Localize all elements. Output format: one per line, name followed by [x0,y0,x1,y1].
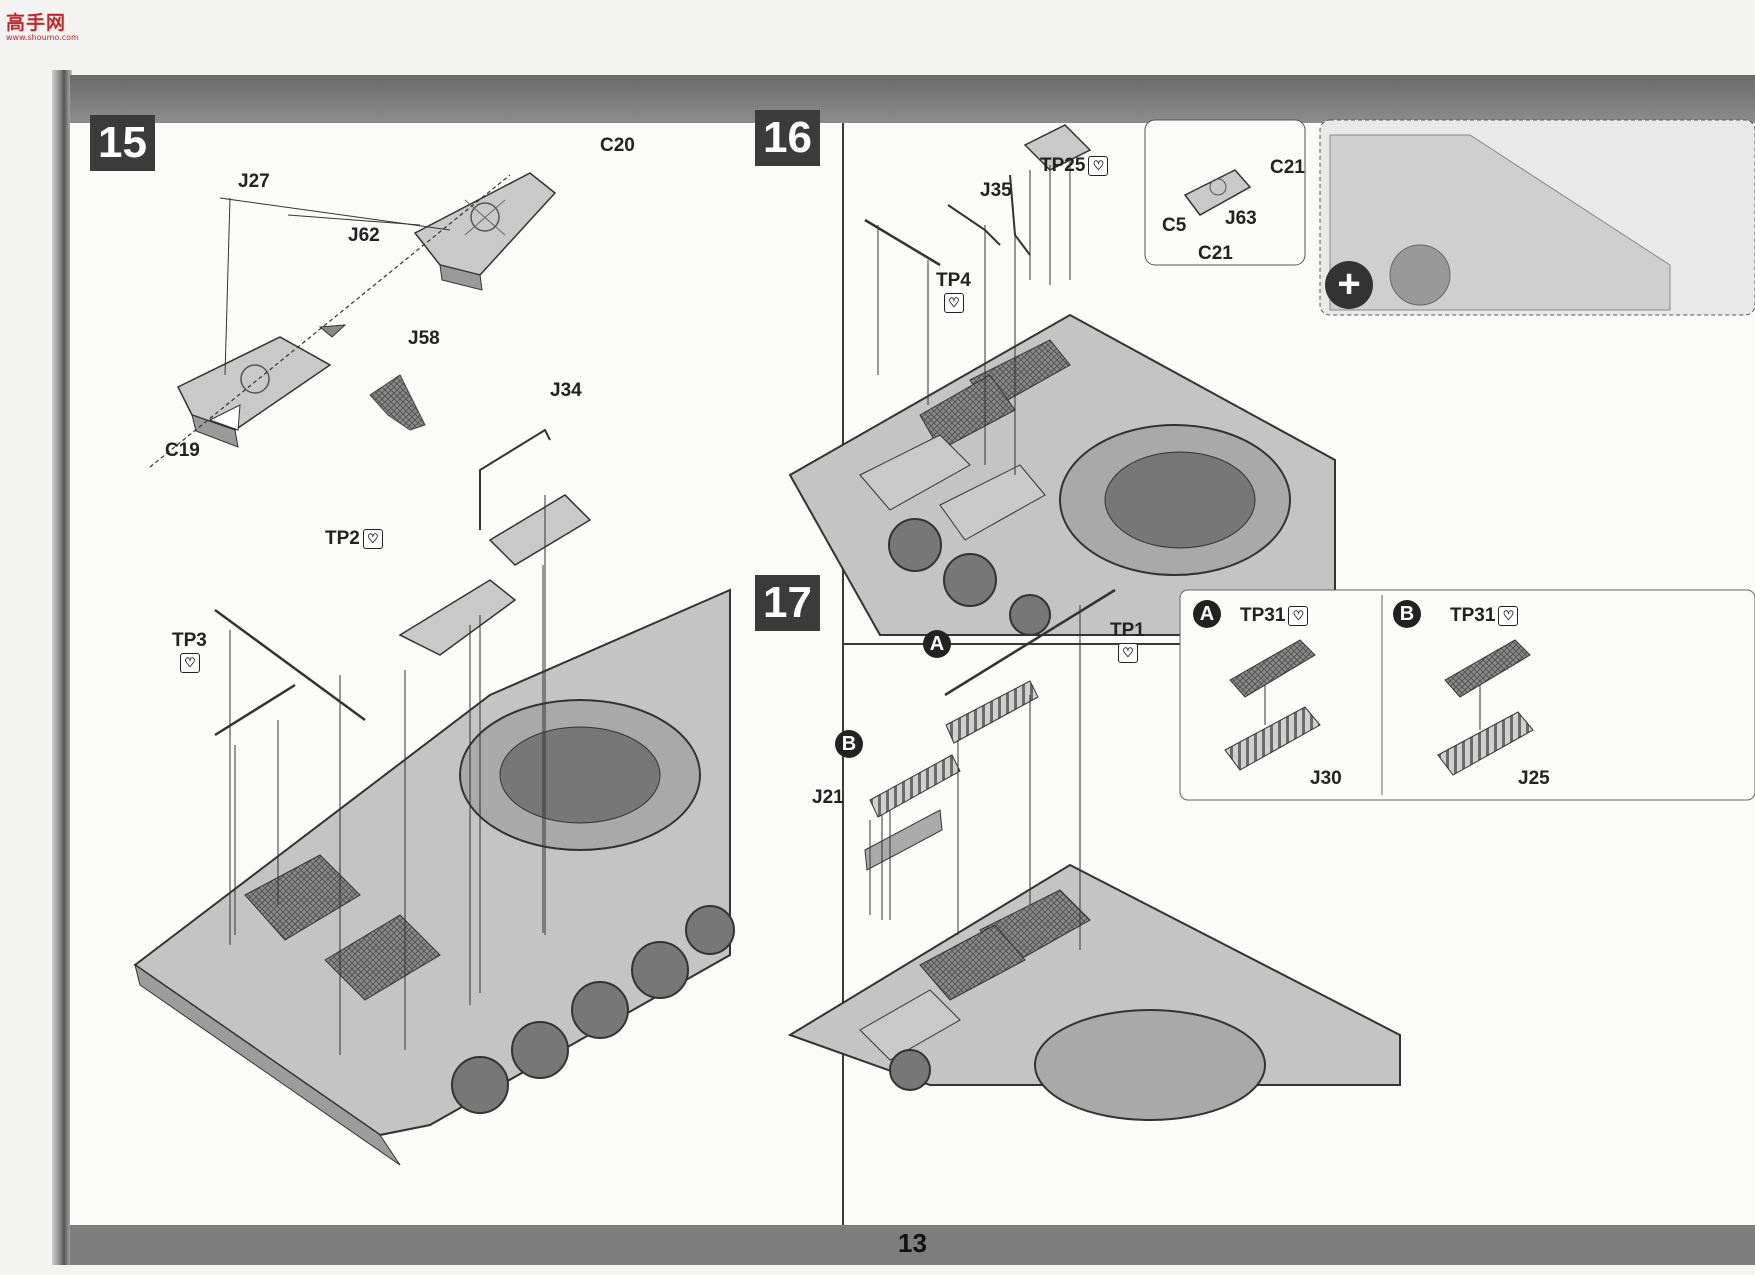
broken-heart-icon: ♡ [1088,155,1109,176]
part-label-tp31-b-text: TP31 [1450,605,1496,626]
part-label-tp3-text: TP3 [172,630,207,651]
watermark-title: 高手网 [6,12,67,34]
part-label-j30: J30 [1310,768,1342,789]
step-number-16: 16 [755,110,820,166]
part-label-j34: J34 [550,380,582,401]
part-label-c21-top: C21 [1270,157,1305,178]
broken-heart-icon: ♡ [362,528,383,549]
part-label-tp25: TP25♡ [1040,155,1109,177]
broken-heart-icon: ♡ [1118,642,1138,663]
part-label-j21: J21 [812,787,844,808]
watermark-logo: 高手网 www.shoumo.com [6,8,79,42]
part-label-tp3: TP3♡ [172,630,207,674]
part-label-tp4: TP4♡ [936,270,971,314]
watermark-url: www.shoumo.com [6,33,79,42]
step16-drawing [788,119,1755,636]
part-label-tp1: TP1♡ [1110,620,1145,664]
variant-a-marker: A [923,630,951,658]
step-number-17: 17 [755,575,820,631]
fuel-tank-left [176,336,332,448]
variant-b-marker: B [835,730,863,758]
part-label-j25: J25 [1518,768,1550,789]
instruction-page: 15 16 17 C20 J27 J62 J58 C19 J34 TP2♡ TP… [70,75,1755,1265]
part-label-c21-bottom: C21 [1198,243,1233,264]
step15-drawing [133,172,735,1166]
part-label-tp31-a: TP31♡ [1240,605,1309,627]
part-label-j27: J27 [238,171,270,192]
part-label-j35: J35 [980,180,1012,201]
bottom-bar [70,1225,1755,1265]
part-label-c20: C20 [600,135,635,156]
broken-heart-icon: ♡ [1498,605,1519,626]
step17-drawing [787,588,1755,1121]
part-label-tp2-text: TP2 [325,528,360,549]
panel-divider-vertical [842,123,844,1225]
book-spine [52,70,72,1265]
broken-heart-icon: ♡ [180,652,200,673]
variant-a-inset-marker: A [1193,600,1221,628]
part-label-j58: J58 [408,328,440,349]
tank-hull-15 [133,428,735,1166]
part-label-tp31-a-text: TP31 [1240,605,1286,626]
magnify-plus-icon: + [1325,261,1373,309]
assembly-illustrations [133,119,1755,1166]
part-label-j63: J63 [1225,208,1257,229]
top-bar [70,75,1755,123]
part-label-j62: J62 [348,225,380,246]
part-label-tp25-text: TP25 [1040,155,1086,176]
fuel-tank-top [413,172,557,291]
part-label-c19: C19 [165,440,200,461]
part-label-tp31-b: TP31♡ [1450,605,1519,627]
variant-b-inset-marker: B [1393,600,1421,628]
part-label-tp4-text: TP4 [936,270,971,291]
part-label-tp1-text: TP1 [1110,620,1145,641]
page-number: 13 [898,1228,927,1258]
part-label-c5: C5 [1162,215,1187,236]
broken-heart-icon: ♡ [944,292,964,313]
step-number-15: 15 [90,115,155,171]
part-label-tp2: TP2♡ [325,528,383,550]
broken-heart-icon: ♡ [1288,605,1309,626]
